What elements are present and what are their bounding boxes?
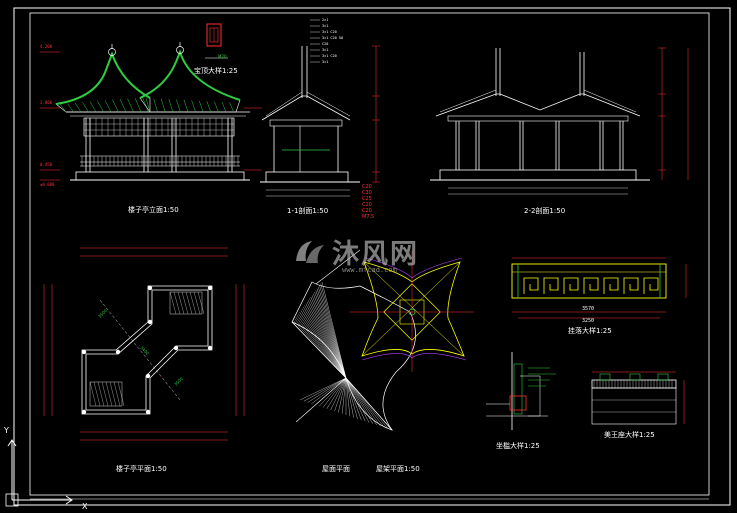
railing-total-dimension: 3570 xyxy=(582,306,594,312)
section-1-1-view: 2×1 3×1 3×1 C20 3×1 C20 50 C20 3×1 3×1 C20 3… xyxy=(260,18,380,220)
svg-text:3500: 3500 xyxy=(97,308,108,319)
railing-span-dimension: 3250 xyxy=(582,318,594,324)
svg-text:M20: M20 xyxy=(218,54,227,59)
beam-plan-caption: 屋架平面1:50 xyxy=(376,465,420,473)
svg-text:C25: C25 xyxy=(362,196,372,202)
beam-plan-view xyxy=(350,250,474,372)
roof-ornament-detail: M20 xyxy=(205,23,228,59)
ucs-y-label: Y xyxy=(4,426,9,435)
svg-text:2.800: 2.800 xyxy=(40,100,53,105)
svg-text:3×1 C20: 3×1 C20 xyxy=(322,30,337,34)
ucs-icon xyxy=(5,439,73,507)
svg-text:3×1 C20: 3×1 C20 xyxy=(322,54,337,58)
railing-detail-view: 3570 3250 xyxy=(511,257,687,324)
svg-text:M7.5: M7.5 xyxy=(362,214,374,220)
section-2-2-caption: 2-2剖面1:50 xyxy=(524,207,566,215)
svg-text:C20: C20 xyxy=(362,202,372,208)
roof-plan-view xyxy=(291,249,416,431)
seat-detail-caption: 坐槛大样1:25 xyxy=(496,442,540,450)
svg-text:C20: C20 xyxy=(362,184,372,190)
ucs-x-label: X xyxy=(82,502,88,511)
svg-text:3500: 3500 xyxy=(173,376,184,387)
section-2-2-view xyxy=(430,47,689,195)
railing-detail-caption: 挂落大样1:25 xyxy=(568,327,612,335)
svg-text:C30: C30 xyxy=(362,190,372,196)
bench-detail-caption: 美王座大样1:25 xyxy=(604,431,655,439)
svg-text:0.450: 0.450 xyxy=(40,162,53,167)
plan-view: 3500 3400 3500 xyxy=(43,247,245,441)
svg-text:3400: 3400 xyxy=(139,345,150,356)
svg-text:3×1: 3×1 xyxy=(322,60,328,64)
svg-text:2×1: 2×1 xyxy=(322,18,328,22)
svg-text:3×1 C20 50: 3×1 C20 50 xyxy=(322,36,343,40)
roof-detail-caption: 宝顶大样1:25 xyxy=(194,67,238,75)
watermark-brand: 沐风网 xyxy=(332,239,419,270)
svg-text:4.200: 4.200 xyxy=(40,44,53,49)
svg-text:C20: C20 xyxy=(362,208,372,214)
watermark-url: www.mfcad.com xyxy=(342,266,397,274)
roof-plan-caption: 屋面平面 xyxy=(322,465,350,473)
svg-text:±0.000: ±0.000 xyxy=(40,182,55,187)
svg-text:3×1: 3×1 xyxy=(322,48,328,52)
front-elevation-caption: 楼子亭立面1:50 xyxy=(128,206,179,214)
svg-text:C20: C20 xyxy=(322,42,328,46)
bench-detail-view xyxy=(591,371,685,425)
seat-detail-view xyxy=(486,352,556,430)
watermark: 沐风网 xyxy=(292,232,419,271)
svg-text:3×1: 3×1 xyxy=(322,24,328,28)
mufeng-logo-icon xyxy=(296,240,324,263)
drawing-inner-border xyxy=(29,12,710,496)
plan-caption: 楼子亭平面1:50 xyxy=(116,465,167,473)
front-elevation-view: 4.200 2.800 0.450 ±0.000 xyxy=(40,42,262,187)
drawing-outer-border xyxy=(13,7,731,506)
section-1-1-caption: 1-1剖面1:50 xyxy=(287,207,329,215)
